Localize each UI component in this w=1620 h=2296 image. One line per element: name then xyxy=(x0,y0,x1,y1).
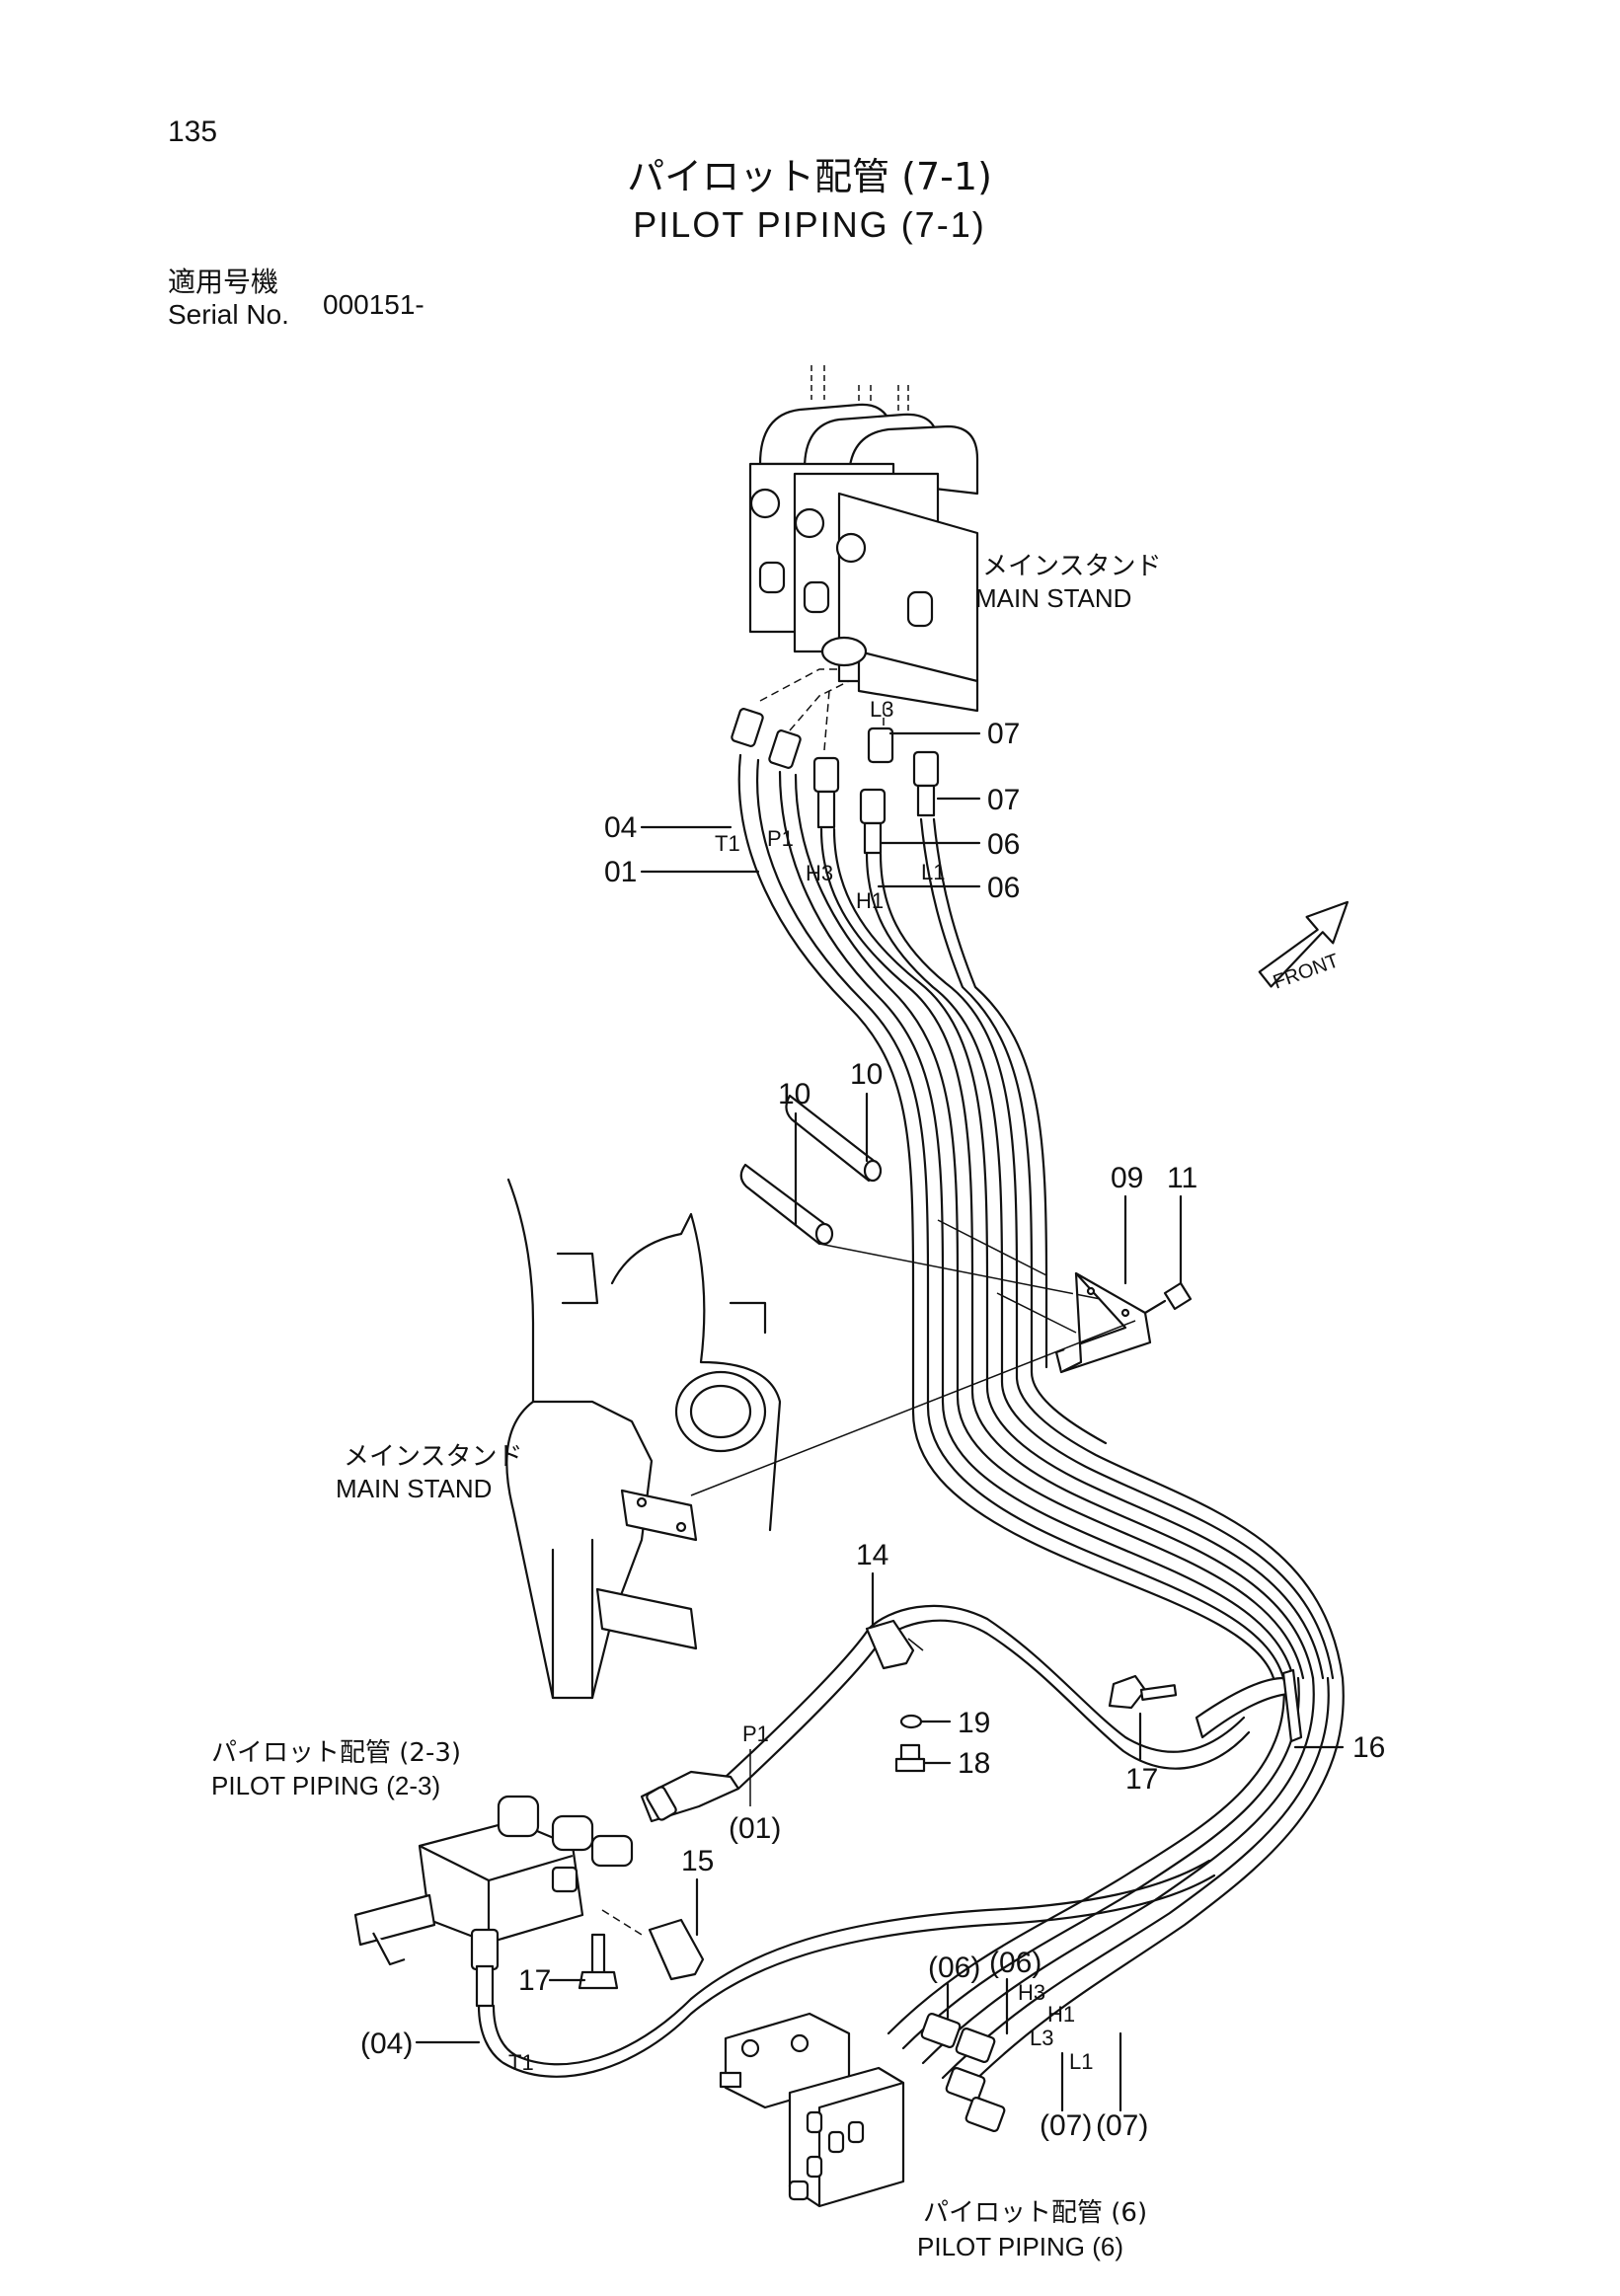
callout-19: 19 xyxy=(958,1707,990,1739)
bracket-09 xyxy=(690,1271,1152,1496)
pilot-valve-6 xyxy=(719,2012,905,2208)
port-l1-top: L1 xyxy=(921,860,945,884)
pilot-valve-top xyxy=(748,365,979,713)
main-stand-top-label-jp: メインスタンド xyxy=(982,552,1161,581)
main-stand-top-label-en: MAIN STAND xyxy=(975,583,1131,613)
main-stand-body xyxy=(505,1178,782,1700)
washer-19-icon xyxy=(899,1714,923,1729)
callout-15: 15 xyxy=(681,1845,714,1877)
bolt-11-icon xyxy=(1143,1281,1193,1315)
port-h1-bottom: H1 xyxy=(1047,2002,1075,2027)
callout-01: 01 xyxy=(604,856,637,888)
callout-09: 09 xyxy=(1111,1162,1143,1194)
port-p1-top: P1 xyxy=(767,826,794,851)
callout-06-a: 06 xyxy=(987,828,1020,861)
callout-18: 18 xyxy=(958,1747,990,1780)
hose-fittings-bottom xyxy=(920,2012,1006,2133)
p1-hose-middle xyxy=(640,1604,1251,1823)
port-t1-bottom: T1 xyxy=(508,2050,534,2075)
callout-06-b: 06 xyxy=(987,872,1020,904)
pilot-piping-23-label-en: PILOT PIPING (2-3) xyxy=(211,1771,440,1800)
callout-01-parenthesized: (01) xyxy=(729,1812,781,1845)
serial-label-english: Serial No. xyxy=(168,299,289,330)
pilot-piping-6-label-jp: パイロット配管 (6) xyxy=(923,2198,1147,2228)
callout-16: 16 xyxy=(1352,1731,1385,1764)
callout-10-b: 10 xyxy=(850,1058,883,1091)
callout-07-b: 07 xyxy=(987,784,1020,816)
callout-04: 04 xyxy=(604,811,637,844)
pilot-valve-23 xyxy=(353,1795,634,1966)
t1-hose-lower xyxy=(470,1859,1216,2078)
callout-07-paren-2: (07) xyxy=(1096,2109,1148,2142)
pilot-piping-23-label-jp: パイロット配管 (2-3) xyxy=(211,1738,461,1768)
serial-label-japanese: 適用号機 xyxy=(168,266,278,298)
port-t1-top: T1 xyxy=(715,831,740,856)
port-l1-bottom: L1 xyxy=(1069,2049,1093,2074)
title-english: PILOT PIPING (7-1) xyxy=(633,204,985,245)
callout-17-a: 17 xyxy=(1125,1763,1158,1796)
serial-value: 000151- xyxy=(323,289,424,320)
pipe-guides xyxy=(739,1094,1121,1304)
port-l3-bottom: L3 xyxy=(1030,2026,1053,2050)
port-h3-top: H3 xyxy=(806,861,833,885)
page-number: 135 xyxy=(168,115,217,148)
clamp-14 xyxy=(865,1619,924,1670)
clamp-16 xyxy=(1195,1668,1303,1743)
port-h3-bottom: H3 xyxy=(1018,1980,1045,2005)
bolt-17-top-icon xyxy=(1108,1674,1178,1710)
hose-fittings-top xyxy=(731,668,940,855)
title-japanese: パイロット配管 (7-1) xyxy=(627,155,992,198)
callout-04-parenthesized: (04) xyxy=(360,2028,413,2060)
port-p1-middle: P1 xyxy=(742,1722,769,1746)
bolt-17-bottom-icon xyxy=(578,1933,619,1990)
callout-11: 11 xyxy=(1167,1162,1197,1194)
callout-06-paren-2: (06) xyxy=(989,1947,1041,1979)
port-h1-top: H1 xyxy=(856,888,884,913)
hose-bundle xyxy=(737,753,1345,2095)
callout-14: 14 xyxy=(856,1539,888,1571)
callout-10-a: 10 xyxy=(778,1078,810,1110)
callout-06-paren-1: (06) xyxy=(928,1952,980,1984)
callout-17-b: 17 xyxy=(518,1964,551,1997)
port-l3-top: L3 xyxy=(870,697,893,722)
main-stand-left-label-jp: メインスタンド xyxy=(344,1442,522,1472)
front-arrow-icon: FRONT xyxy=(1258,900,1350,994)
main-stand-left-label-en: MAIN STAND xyxy=(336,1474,492,1503)
bolt-18-icon xyxy=(894,1743,926,1773)
callout-07-a: 07 xyxy=(987,718,1020,750)
callout-07-paren-1: (07) xyxy=(1040,2109,1092,2142)
clamp-15 xyxy=(601,1909,705,1981)
pilot-piping-6-label-en: PILOT PIPING (6) xyxy=(917,2232,1123,2261)
